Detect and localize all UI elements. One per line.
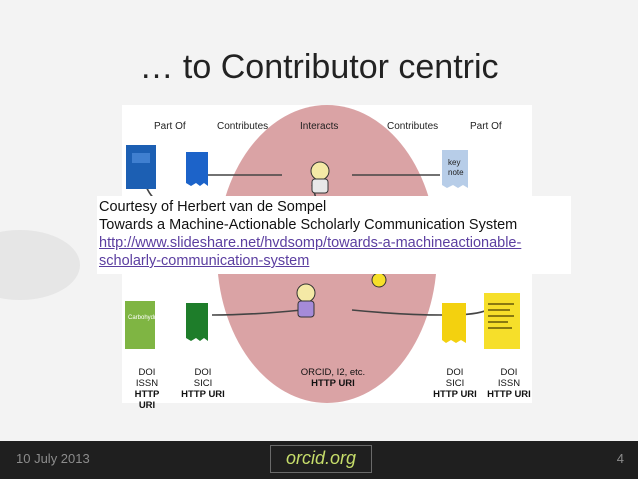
caption-line-2: Towards a Machine-Actionable Scholarly C… <box>99 216 571 234</box>
page-number: 4 <box>617 451 624 466</box>
article-document-yellow <box>442 303 466 343</box>
journal-cover-blue <box>126 145 156 189</box>
article-document-green <box>186 303 208 341</box>
article-document-blue <box>186 152 208 186</box>
orcid-logo: orcid.org <box>270 445 372 473</box>
orcid-logo-right: .org <box>325 448 356 468</box>
researcher-figure <box>312 179 328 193</box>
journal-cover-green <box>125 301 155 349</box>
caption-link[interactable]: http://www.slideshare.net/hvdsomp/toward… <box>99 235 521 269</box>
orcid-logo-left: orcid <box>286 448 325 468</box>
uri-label-center: ORCID, I2, etc.HTTP URI <box>278 367 388 389</box>
svg-text:note: note <box>448 168 464 177</box>
attribution-caption: Courtesy of Herbert van de Sompel Toward… <box>97 196 571 274</box>
svg-text:Carbohydrate: Carbohydrate <box>128 315 165 321</box>
footer-date: 10 July 2013 <box>16 451 90 466</box>
caption-line-1: Courtesy of Herbert van de Sompel <box>99 198 571 216</box>
svg-text:key: key <box>448 158 460 167</box>
slide-title: … to Contributor centric <box>0 48 638 87</box>
researcher-figure-2 <box>298 301 314 317</box>
